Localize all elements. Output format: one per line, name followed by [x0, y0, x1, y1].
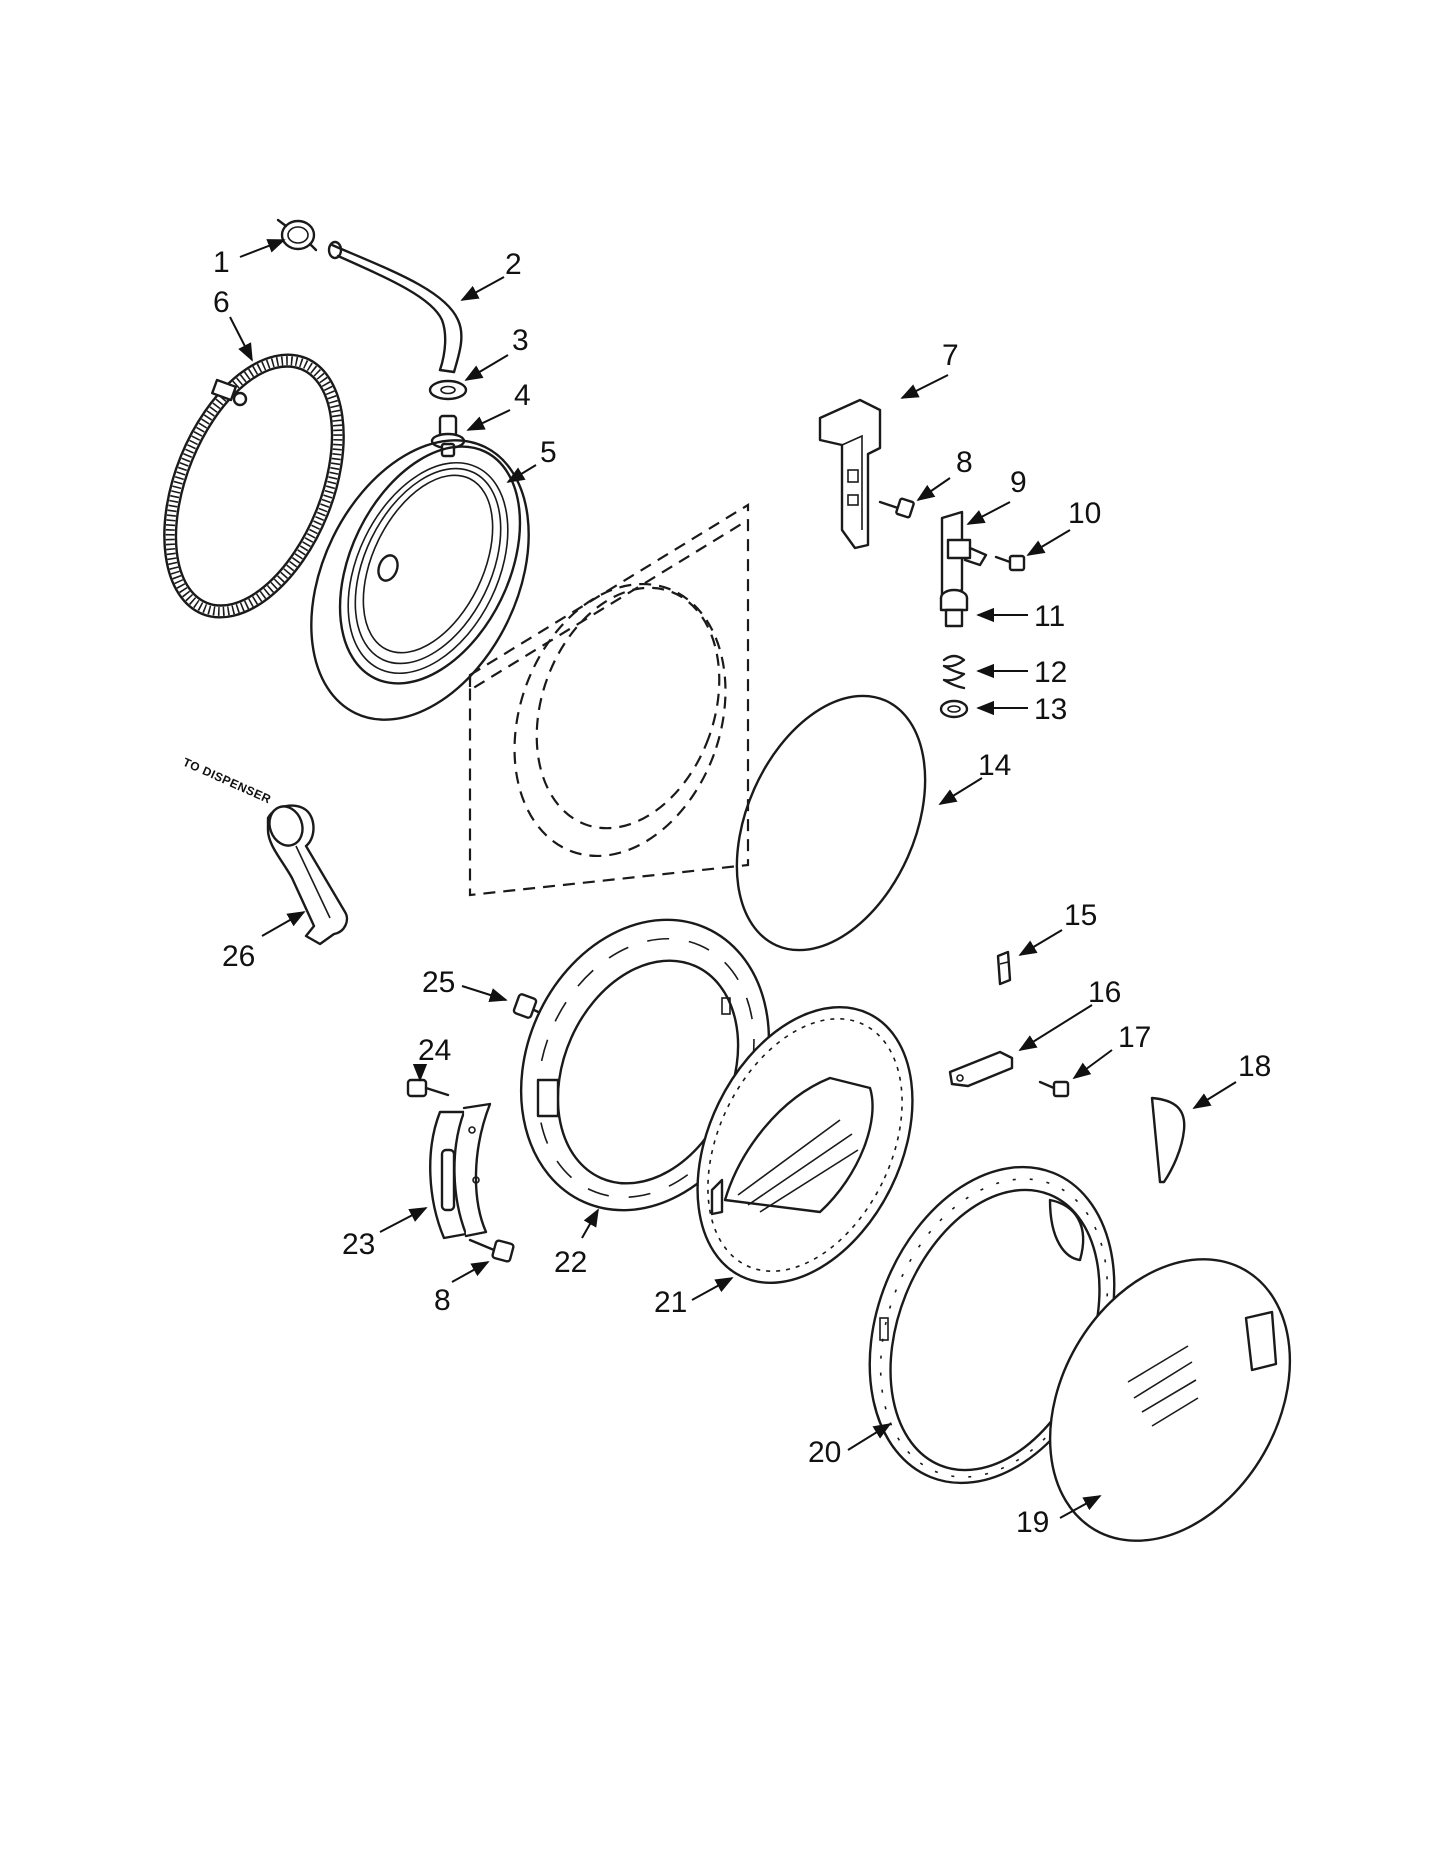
- part-16-strike-plate[interactable]: [948, 1050, 1014, 1088]
- callout-19: 19: [1016, 1506, 1049, 1539]
- callout-26: 26: [222, 940, 255, 973]
- callout-25: 25: [422, 966, 455, 999]
- part-7-latch-bracket[interactable]: [818, 398, 882, 550]
- callout-23: 23: [342, 1228, 375, 1261]
- part-8-screw-lower[interactable]: [468, 1238, 515, 1263]
- callout-5: 5: [540, 436, 557, 469]
- callout-11: 11: [1034, 600, 1065, 633]
- callout-22: 22: [554, 1246, 587, 1279]
- callout-6: 6: [213, 286, 230, 319]
- callout-10: 10: [1068, 497, 1101, 530]
- callout-9: 9: [1010, 466, 1027, 499]
- callout-15: 15: [1064, 899, 1097, 932]
- part-4-nozzle[interactable]: [430, 414, 466, 458]
- part-14-gasket-ring[interactable]: [700, 666, 962, 979]
- callout-labels: 1 2 3 4 5 6 7 8 9 10 11 12 13 14 15 16 1…: [213, 246, 1271, 1539]
- part-9-latch[interactable]: [940, 510, 988, 598]
- callout-13: 13: [1034, 693, 1067, 726]
- part-1-clamp[interactable]: [276, 218, 318, 252]
- part-5-bellow[interactable]: [268, 404, 572, 755]
- to-dispenser-note: TO DISPENSER: [181, 755, 274, 806]
- part-10-screw[interactable]: [994, 554, 1026, 572]
- part-26-dispenser-hose[interactable]: [264, 802, 349, 946]
- callout-16: 16: [1088, 976, 1121, 1009]
- callout-24: 24: [418, 1034, 451, 1067]
- part-11-plunger[interactable]: [939, 588, 969, 628]
- callout-7: 7: [942, 339, 959, 372]
- callout-12: 12: [1034, 656, 1067, 689]
- part-3-washer[interactable]: [428, 379, 468, 401]
- part-19-outer-door[interactable]: [1001, 1216, 1338, 1584]
- callout-8: 8: [956, 446, 973, 479]
- front-panel-outline: [468, 503, 750, 897]
- part-15-clip[interactable]: [996, 950, 1012, 986]
- part-13-grommet[interactable]: [939, 699, 969, 719]
- callout-17: 17: [1118, 1021, 1151, 1054]
- callout-14: 14: [978, 749, 1011, 782]
- part-17-screw[interactable]: [1038, 1080, 1070, 1098]
- callout-4: 4: [514, 379, 531, 412]
- callout-21: 21: [654, 1286, 687, 1319]
- callout-1: 1: [213, 246, 230, 279]
- part-12-spring[interactable]: [942, 654, 966, 690]
- callout-2: 2: [505, 248, 522, 281]
- part-23-hinge[interactable]: [429, 1102, 492, 1240]
- part-24-screw[interactable]: [406, 1078, 450, 1098]
- callout-3: 3: [512, 324, 529, 357]
- callout-20: 20: [808, 1436, 841, 1469]
- part-18-handle-cover[interactable]: [1150, 1096, 1186, 1184]
- part-21-glass-bowl[interactable]: [655, 972, 956, 1319]
- callout-18: 18: [1238, 1050, 1271, 1083]
- part-2-hose[interactable]: [327, 240, 463, 374]
- callout-8-lower: 8: [434, 1284, 451, 1317]
- part-8-screw-upper[interactable]: [878, 497, 915, 519]
- leader-arrows: [229, 239, 1237, 1519]
